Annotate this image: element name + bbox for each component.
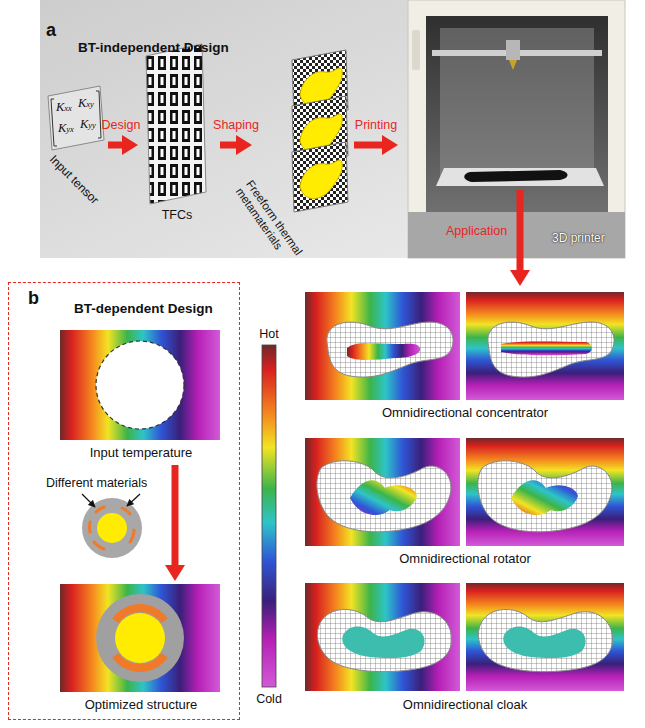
flow-arrow	[354, 135, 398, 155]
flow-arrow	[510, 190, 530, 286]
caption: Freeform thermal metamaterials	[232, 178, 311, 275]
input-field: Input temperature	[61, 329, 225, 463]
freeform-sheets	[292, 50, 348, 212]
caption: Optimized structure	[61, 698, 221, 713]
arrow-head	[382, 135, 398, 155]
step-label: Application	[446, 224, 507, 238]
panel-ground	[40, 0, 625, 258]
freeform-stack: Freeform thermal metamaterials	[254, 46, 352, 258]
material-sketch	[82, 494, 142, 558]
panel-title: BT-independent Design	[78, 40, 229, 56]
tensor-matrix: KxxKxyKyxKyyInput tensor	[46, 86, 106, 198]
flow-arrow	[108, 135, 138, 155]
arrow-head	[510, 270, 530, 286]
panel-b-frame: BT-dependent DesignInput temperatureOpti…	[8, 282, 240, 720]
scale-end: Cold	[256, 692, 282, 706]
caption: Input temperature	[61, 446, 221, 461]
caption: 3D printer	[552, 232, 605, 246]
caption: Input tensor	[46, 153, 101, 208]
step-label: Shaping	[213, 118, 259, 132]
concentrator-pair: Omnidirectional concentrator	[303, 288, 631, 425]
matrix-entry: Kyy	[80, 117, 96, 131]
arrow-shaft	[220, 142, 238, 149]
caption: TFCs	[140, 208, 214, 222]
matrix-entry: Kyx	[58, 121, 74, 135]
tensor-sheet	[48, 86, 104, 150]
arrow-shaft	[354, 142, 384, 149]
flow-arrow	[220, 135, 252, 155]
arrow-head	[122, 135, 138, 155]
field-images	[305, 292, 624, 691]
arrow-shaft	[517, 190, 524, 272]
arrow-shaft	[108, 142, 124, 149]
arrow-shaft	[172, 465, 179, 567]
caption: Omnidirectional rotator	[303, 552, 627, 567]
optimized-field: Optimized structure	[61, 583, 225, 715]
tfc-sheet	[146, 44, 206, 204]
caption: Omnidirectional concentrator	[303, 406, 627, 421]
caption: Omnidirectional cloak	[303, 698, 627, 713]
input-field-drawing	[60, 330, 220, 440]
matrix-entry: Kxy	[78, 96, 94, 110]
arrow-head	[236, 135, 252, 155]
matrix-entry: Kxx	[56, 100, 72, 114]
arrow-head	[165, 565, 185, 581]
cloak-pair: Omnidirectional cloak	[303, 576, 631, 716]
rotator-pair: Omnidirectional rotator	[303, 432, 631, 570]
optimized-field-drawing	[60, 584, 220, 692]
tfc-sheet: TFCs	[140, 44, 218, 228]
panel-title: BT-dependent Design	[61, 301, 226, 317]
material-note: Different materials	[46, 476, 147, 490]
step-label: Printing	[355, 118, 397, 132]
printer: 3D printer	[400, 0, 625, 188]
scale-end: Hot	[259, 327, 278, 341]
panel-letter: b	[28, 288, 39, 309]
color-bar	[262, 345, 276, 687]
flow-arrow	[165, 465, 185, 581]
panel-letter: a	[46, 20, 56, 41]
step-label: Design	[102, 118, 141, 132]
